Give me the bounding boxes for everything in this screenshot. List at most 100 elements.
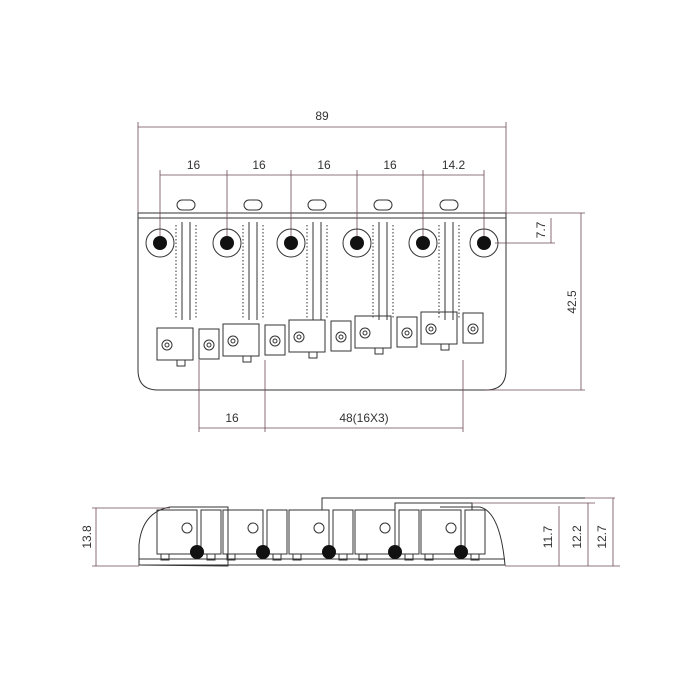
saddle-screw-center (164, 342, 170, 348)
height-screw (308, 351, 318, 359)
side-saddle (156, 509, 198, 555)
string-hole-center (350, 236, 364, 250)
saddle-screw-center (296, 334, 302, 340)
string-hole-center (220, 236, 234, 250)
saddle-screw-head (203, 339, 215, 351)
mounting-slot (439, 199, 459, 211)
height-screw (440, 343, 450, 351)
height-screw (404, 553, 414, 561)
intonation-screw-head (379, 522, 391, 534)
saddle (354, 315, 392, 349)
string-hole (145, 228, 175, 258)
saddle-screw-center (272, 338, 278, 344)
string-hole (342, 228, 372, 258)
dim-screw-spacing-rest: 48(16X3) (339, 411, 388, 425)
height-screw (374, 347, 384, 355)
string-hole (212, 228, 242, 258)
baseplate-outline (137, 212, 507, 391)
dim-height-2: 12.2 (570, 525, 584, 549)
side-saddle-block (398, 509, 420, 555)
string-ball-end (322, 545, 336, 559)
dim-string-spacing: 14.2 (442, 158, 466, 172)
string-ball-end (256, 545, 270, 559)
height-screw (160, 553, 170, 561)
saddle-side-block (198, 328, 220, 360)
side-profile-line (321, 497, 585, 510)
side-left-end (138, 506, 229, 567)
dim-height-3: 12.7 (595, 525, 609, 549)
saddle-screw-center (338, 334, 344, 340)
saddle-screw-head (161, 339, 173, 351)
mounting-slot (373, 199, 393, 211)
mounting-slot (307, 199, 327, 211)
string-hole-center (284, 236, 298, 250)
string-ball-end (454, 545, 468, 559)
side-saddle (354, 509, 396, 555)
dim-overall-length: 42.5 (565, 290, 579, 314)
saddle-side-block (330, 320, 352, 352)
height-screw (226, 553, 236, 561)
side-saddle (288, 509, 330, 555)
side-saddle-block (464, 509, 486, 555)
height-screw (242, 355, 252, 363)
saddle (222, 323, 260, 357)
height-screw (272, 553, 282, 561)
saddle-screw-head (335, 331, 347, 343)
saddle-screw-head (425, 323, 437, 335)
dim-string-spacing: 16 (252, 158, 266, 172)
side-saddle-block (200, 509, 222, 555)
height-screw (292, 553, 302, 561)
saddle-screw-head (293, 331, 305, 343)
intonation-screw-head (181, 522, 193, 534)
string-ball-end (190, 545, 204, 559)
saddle (156, 327, 194, 361)
dim-left-height: 13.8 (80, 525, 94, 549)
side-saddle-block (332, 509, 354, 555)
string-hole-center (477, 236, 491, 250)
side-profile-line (394, 502, 473, 512)
side-saddle (420, 509, 462, 555)
height-screw (206, 553, 216, 561)
saddle-screw-center (404, 330, 410, 336)
side-base (139, 506, 506, 566)
saddle-side-block (396, 316, 418, 348)
intonation-screw-head (445, 522, 457, 534)
string-hole (276, 228, 306, 258)
saddle-screw-head (359, 327, 371, 339)
saddle-screw-head (467, 323, 479, 335)
saddle-screw-head (269, 335, 281, 347)
dim-string-spacing: 16 (187, 158, 201, 172)
dim-overall-width: 89 (315, 109, 329, 123)
string-hole (408, 228, 438, 258)
mounting-slot (176, 199, 196, 211)
height-screw (358, 553, 368, 561)
dim-string-spacing: 16 (383, 158, 397, 172)
string-hole-center (416, 236, 430, 250)
saddle (420, 311, 458, 345)
saddle-screw-center (206, 342, 212, 348)
saddle-screw-center (230, 338, 236, 344)
saddle-screw-center (362, 330, 368, 336)
mounting-slot (243, 199, 263, 211)
side-saddle-block (266, 509, 288, 555)
saddle-screw-center (428, 326, 434, 332)
dim-screw-spacing-first: 16 (225, 411, 239, 425)
saddle-side-block (264, 324, 286, 356)
height-screw (424, 553, 434, 561)
height-screw (176, 359, 186, 367)
saddle (288, 319, 326, 353)
intonation-screw-head (313, 522, 325, 534)
saddle-screw-center (470, 326, 476, 332)
height-screw (338, 553, 348, 561)
string-ball-end (388, 545, 402, 559)
side-saddle (222, 509, 264, 555)
string-hole-center (153, 236, 167, 250)
saddle-screw-head (401, 327, 413, 339)
dim-hole-offset: 7.7 (534, 221, 548, 238)
height-screw (470, 553, 480, 561)
saddle-side-block (462, 312, 484, 344)
intonation-screw-head (247, 522, 259, 534)
saddle-screw-head (227, 335, 239, 347)
